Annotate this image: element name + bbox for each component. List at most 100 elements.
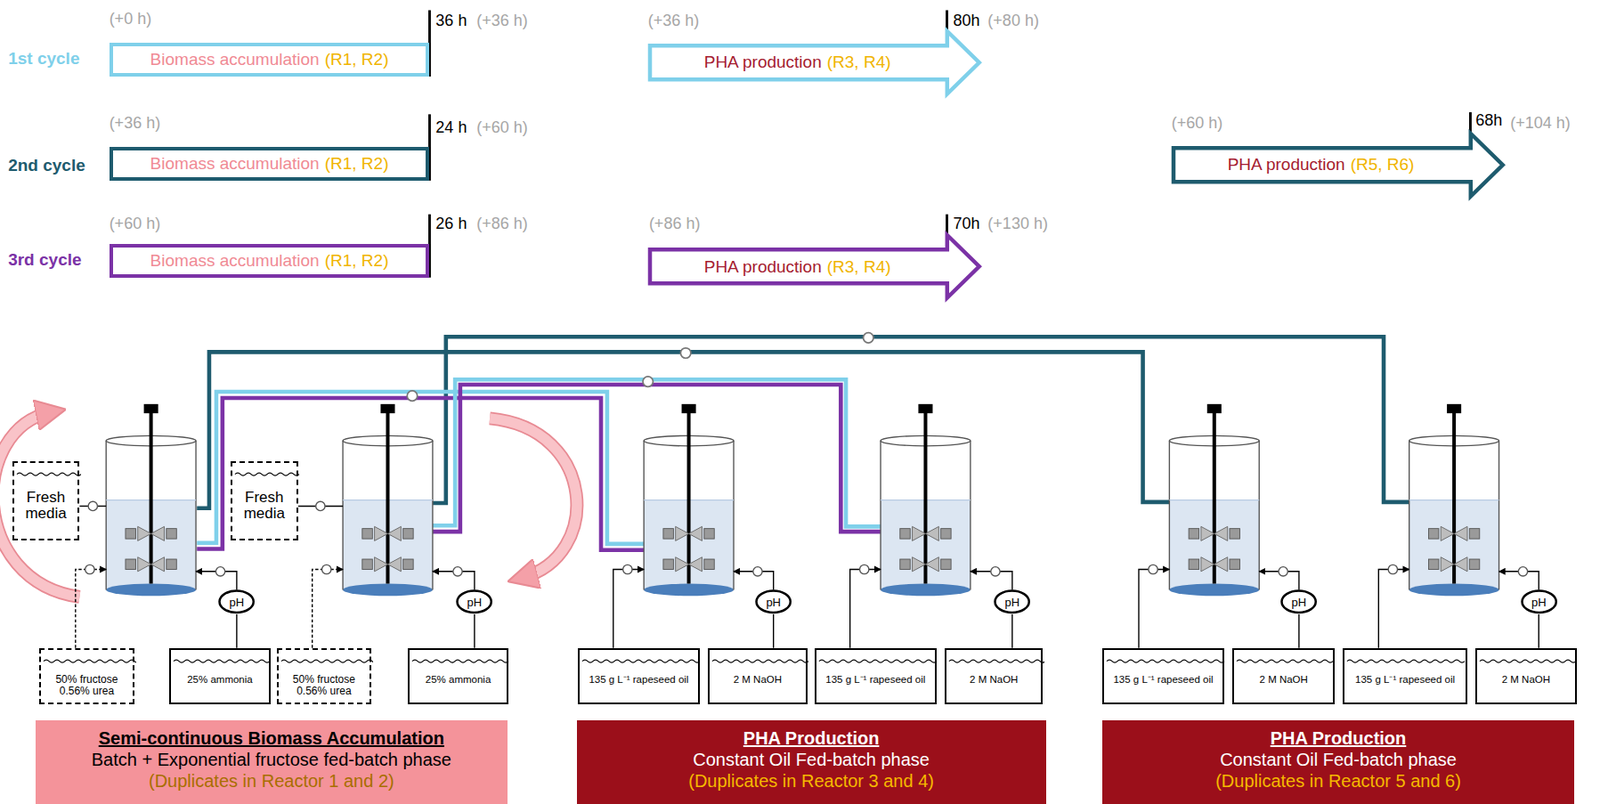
valve bbox=[642, 376, 653, 387]
impeller-hub bbox=[374, 557, 402, 572]
wave-line bbox=[712, 659, 809, 663]
impeller-blade bbox=[362, 559, 373, 569]
valve bbox=[680, 348, 691, 358]
impeller-blade bbox=[900, 528, 910, 539]
feed-line bbox=[312, 568, 343, 648]
liquid-level bbox=[1344, 649, 1470, 668]
wave-line bbox=[819, 659, 937, 663]
label-col: pH bbox=[1520, 589, 1558, 615]
label-col: pH bbox=[993, 589, 1031, 615]
liquid-level bbox=[1104, 649, 1227, 668]
node-label: PHA production bbox=[704, 52, 822, 73]
impeller-hub bbox=[1440, 557, 1468, 572]
pump bbox=[623, 564, 633, 574]
reactor-bottom bbox=[1409, 584, 1500, 597]
wave-line bbox=[1236, 659, 1333, 663]
reactor-wall bbox=[969, 440, 971, 590]
stirrer-motor bbox=[1207, 404, 1222, 414]
impeller-blade bbox=[1229, 528, 1240, 539]
reactor-wall bbox=[642, 440, 644, 590]
label-col: 25% ammonia bbox=[409, 649, 506, 686]
time-label: (+0 h) bbox=[109, 8, 153, 28]
base-feed-line bbox=[235, 614, 237, 649]
media-tank: Fresh media bbox=[230, 461, 299, 541]
banner-text: Constant Oil Fed-batch phase bbox=[576, 748, 1047, 771]
label-row: Biomass accumulation(R1, R2) bbox=[113, 150, 427, 178]
wave-line bbox=[173, 659, 270, 663]
phase-banner: PHA ProductionConstant Oil Fed-batch pha… bbox=[1102, 720, 1576, 804]
node-label: 2 M NaOH bbox=[712, 674, 803, 686]
ph-controller: pH bbox=[455, 589, 493, 615]
ph-outline bbox=[219, 591, 254, 614]
impeller-hub bbox=[912, 557, 940, 572]
node-label: 135 g L⁻¹ rapeseed oil bbox=[1106, 674, 1221, 686]
stirrer-shaft bbox=[149, 406, 154, 584]
ph-controller: pH bbox=[1520, 589, 1558, 615]
arrow-shape bbox=[1173, 133, 1503, 196]
feed-reservoir: 135 g L⁻¹ rapeseed oil bbox=[1342, 648, 1468, 705]
phase-arrow: PHA production(R3, R4) bbox=[648, 233, 983, 300]
cycle-label: 1st cycle bbox=[8, 48, 80, 69]
impeller-blade bbox=[1428, 559, 1438, 569]
pump bbox=[215, 567, 225, 577]
base-feed-line bbox=[1538, 614, 1540, 649]
node-label: (R5, R6) bbox=[1350, 154, 1415, 175]
transfer-pipe bbox=[432, 336, 1410, 504]
node-label: (R1, R2) bbox=[324, 49, 390, 70]
pump bbox=[990, 567, 1000, 577]
node-label: PHA production bbox=[704, 257, 822, 277]
time-label: (+36 h) bbox=[648, 10, 700, 30]
stirrer-motor bbox=[144, 404, 159, 414]
impeller-blade bbox=[1188, 559, 1199, 569]
wave-line bbox=[949, 659, 1045, 663]
impeller-hub bbox=[1201, 557, 1228, 572]
feed-reservoir: 135 g L⁻¹ rapeseed oil bbox=[1102, 648, 1226, 705]
reactor-wall bbox=[1498, 440, 1500, 590]
feed-reservoir: 2 M NaOH bbox=[707, 648, 807, 705]
liquid-level bbox=[170, 649, 272, 668]
banner-text: (Duplicates in Reactor 5 and 6) bbox=[1102, 770, 1576, 792]
arrow-shape bbox=[649, 235, 980, 298]
impeller-blade bbox=[1469, 528, 1479, 539]
bioreactor bbox=[850, 404, 1013, 649]
impeller-hub bbox=[374, 526, 402, 541]
node-label: pH bbox=[1291, 595, 1308, 610]
banner-text: (Duplicates in Reactor 1 and 2) bbox=[35, 770, 507, 792]
valve bbox=[316, 501, 325, 511]
ph-controller: pH bbox=[218, 589, 255, 615]
node-label: 2 M NaOH bbox=[949, 674, 1039, 686]
impeller-blade bbox=[663, 528, 674, 539]
ph-outline bbox=[1521, 591, 1556, 614]
feed-reservoir: 50% fructose 0.56% urea bbox=[276, 648, 373, 705]
recycle-arrow bbox=[489, 418, 577, 578]
reactor-wall bbox=[341, 440, 343, 590]
impeller-blade bbox=[403, 559, 414, 569]
time-label: (+130 h) bbox=[987, 213, 1048, 233]
pump bbox=[1278, 567, 1288, 577]
node-label: 50% fructose 0.56% urea bbox=[281, 674, 368, 698]
reactor-bottom bbox=[105, 584, 196, 597]
reactor-bottom bbox=[1169, 584, 1259, 597]
time-label: 26 h bbox=[435, 213, 467, 233]
banner-title: PHA Production bbox=[1102, 727, 1576, 749]
node-label: (R3, R4) bbox=[827, 52, 892, 73]
phase-box: Biomass accumulation(R1, R2) bbox=[109, 146, 431, 181]
node-label: Fresh media bbox=[16, 489, 76, 523]
ph-outline bbox=[995, 591, 1030, 614]
bioreactor bbox=[1378, 404, 1539, 649]
base-feed-line bbox=[1011, 614, 1013, 649]
wave-line bbox=[1106, 659, 1225, 663]
phase-banner: Semi-continuous Biomass AccumulationBatc… bbox=[35, 720, 507, 804]
stirrer-motor bbox=[380, 404, 395, 414]
stirrer-shaft bbox=[687, 406, 691, 584]
wave-line bbox=[412, 659, 509, 663]
node-label: 135 g L⁻¹ rapeseed oil bbox=[1347, 674, 1463, 686]
liquid-level bbox=[409, 649, 510, 668]
label-row: PHA production(R3, R4) bbox=[648, 46, 948, 81]
node-label: 2 M NaOH bbox=[1479, 674, 1572, 686]
label-col: PHA ProductionConstant Oil Fed-batch pha… bbox=[576, 720, 1047, 792]
feed-reservoir: 25% ammonia bbox=[169, 648, 270, 705]
node-label: Biomass accumulation bbox=[150, 154, 320, 174]
reactor-wall bbox=[105, 440, 107, 590]
pump bbox=[1518, 567, 1527, 577]
